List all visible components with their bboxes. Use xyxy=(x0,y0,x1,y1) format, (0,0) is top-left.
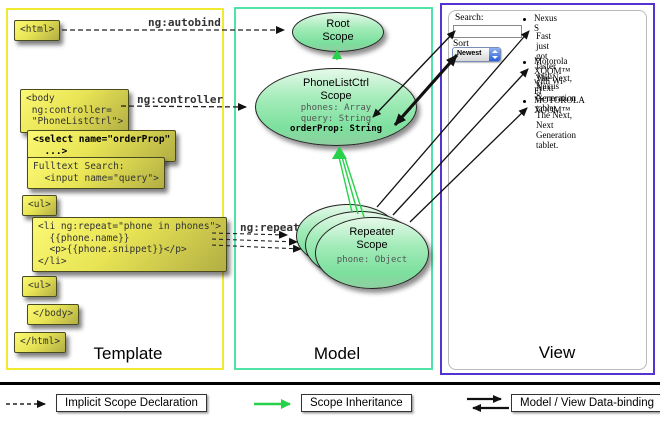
repeater-scope-title: Repeater Scope xyxy=(349,226,395,251)
prop-phones: phones: Array xyxy=(300,103,372,113)
code-ul-1: <ul> xyxy=(22,195,57,216)
phone-item-title: Motorola XOOM™ with Wi-Fi xyxy=(534,56,571,96)
ng-repeat-label: ng:repeat xyxy=(240,221,300,234)
legend-scope-inheritance: Scope Inheritance xyxy=(301,394,412,412)
code-fulltext: Fulltext Search: <input name="query"> xyxy=(27,157,165,189)
ng-controller-label: ng:controller xyxy=(137,93,224,106)
bullet-icon xyxy=(523,100,526,103)
sort-dropdown[interactable]: Newest xyxy=(452,47,501,62)
dropdown-stepper-icon xyxy=(489,48,500,61)
prop-phone: phone: Object xyxy=(336,255,408,265)
root-scope-ellipse: Root Scope xyxy=(292,12,384,52)
bullet-icon xyxy=(523,61,526,64)
model-column xyxy=(234,7,433,370)
view-column-label: View xyxy=(538,343,576,362)
code-li-repeat: <li ng:repeat="phone in phones"> {{phone… xyxy=(32,217,228,272)
phone-item-title: MOTOROLA XOOM™ xyxy=(534,95,585,115)
code-body-open: <body ng:controller= "PhoneListCtrl"> xyxy=(20,89,130,133)
phone-item-title: Nexus S xyxy=(534,13,557,33)
sort-dropdown-value: Newest xyxy=(457,50,482,57)
prop-query: query: String xyxy=(300,113,372,124)
legend-double-arrow-icon xyxy=(467,395,509,412)
phone-item-desc: The Next, Next Generation tablet. xyxy=(536,110,576,150)
phone-item-desc: The Next, Next Generation tablet. xyxy=(536,73,576,113)
legend-implicit-scope: Implicit Scope Declaration xyxy=(56,394,207,412)
ng-autobind-label: ng:autobind xyxy=(148,16,221,29)
template-column-label: Template xyxy=(93,344,163,363)
root-scope-title: Root Scope xyxy=(322,18,354,43)
legend-data-binding: Model / View Data-binding xyxy=(511,394,660,412)
repeater-scope-ellipse-front: Repeater Scope phone: Object xyxy=(315,217,429,289)
code-html-open: <html> xyxy=(14,20,61,41)
code-body-close: </body> xyxy=(27,304,80,325)
phonelistctrl-scope-title: PhoneListCtrl Scope xyxy=(302,77,370,102)
model-column-label: Model xyxy=(313,344,361,363)
code-html-close: </html> xyxy=(14,332,67,353)
phone-item-desc: Fast just got faster with Nexus S. xyxy=(536,31,559,101)
code-select: <select name="orderProp" ...> xyxy=(27,130,177,162)
prop-orderprop: orderProp: String xyxy=(289,124,383,134)
code-ul-2: <ul> xyxy=(22,276,57,297)
phonelistctrl-scope-ellipse: PhoneListCtrl Scope phones: Array query:… xyxy=(255,68,417,146)
search-input[interactable] xyxy=(453,25,522,38)
bullet-icon xyxy=(523,18,526,21)
legend-separator xyxy=(0,382,660,385)
search-label: Search: xyxy=(455,13,484,23)
